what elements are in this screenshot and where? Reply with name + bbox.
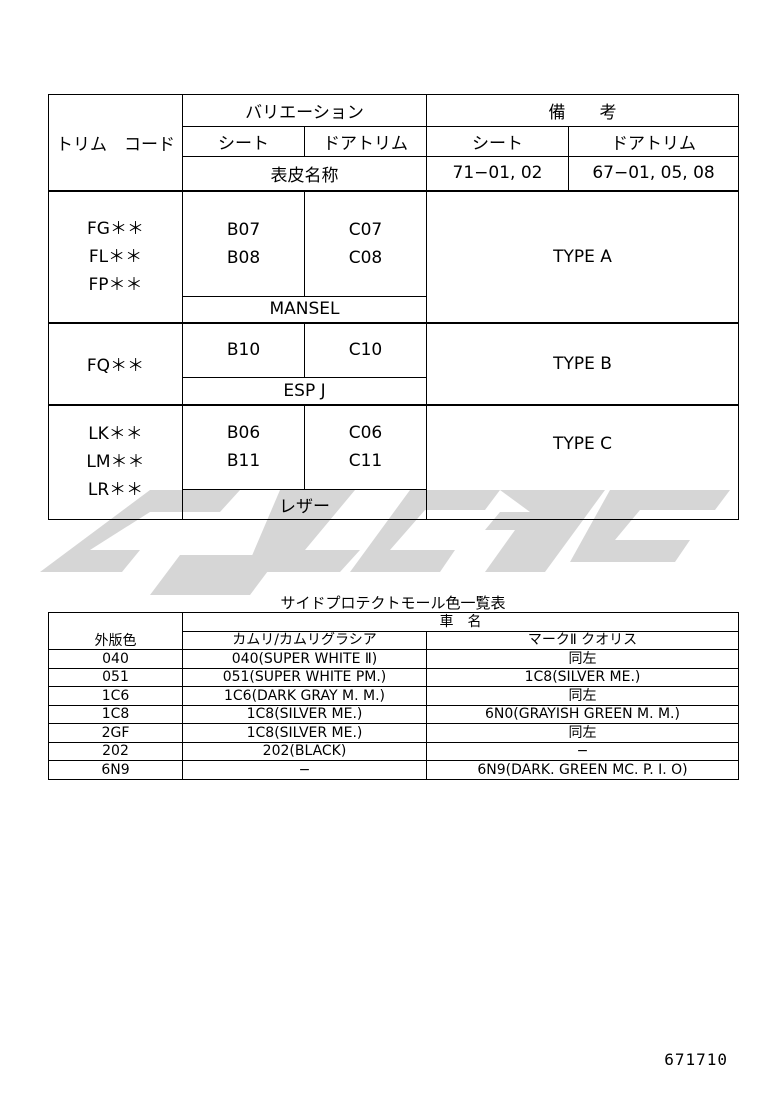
camry-color: 1C6(DARK GRAY M. M.)	[182, 686, 427, 706]
header-vehicle-name: 車 名	[182, 612, 739, 632]
door-code: C07	[348, 219, 383, 240]
exterior-color: 6N9	[48, 760, 183, 780]
mark2-color: 同左	[426, 649, 739, 669]
seat-code: B08	[226, 247, 261, 268]
camry-color: −	[182, 760, 427, 780]
trim-code: FP＊＊	[88, 274, 143, 295]
header-trim-code: トリム コード	[48, 94, 183, 191]
exterior-color: 1C6	[48, 686, 183, 706]
header-leather-name: 表皮名称	[181, 156, 428, 191]
leather-name-group-b: ESP J	[181, 377, 428, 405]
trim-codes-group-a: FG＊＊ FL＊＊ FP＊＊	[48, 189, 183, 323]
table-row: 2GF 1C8(SILVER ME.) 同左	[48, 723, 739, 743]
mark2-color: −	[426, 741, 739, 761]
camry-color: 202(BLACK)	[182, 741, 427, 761]
table-row: 051 051(SUPER WHITE PM.) 1C8(SILVER ME.)	[48, 667, 739, 687]
header-remarks: 備 考	[426, 94, 740, 127]
seat-code: B06	[226, 423, 261, 444]
header-exterior-color: 外版色	[48, 612, 183, 650]
mark2-color: 1C8(SILVER ME.)	[426, 667, 739, 687]
trim-code: LM＊＊	[86, 452, 145, 473]
exterior-color: 051	[48, 667, 183, 687]
mark2-color: 同左	[426, 686, 739, 706]
trim-code: FL＊＊	[88, 246, 143, 267]
exterior-color: 2GF	[48, 723, 183, 743]
camry-color: 051(SUPER WHITE PM.)	[182, 667, 427, 687]
type-group-c: TYPE C	[426, 403, 740, 520]
remarks-seat-ref: 71−01, 02	[426, 156, 570, 191]
molding-color-table: 外版色 車 名 カムリ/カムリグラシア マークⅡ クオリス 040 040(SU…	[48, 612, 739, 780]
trim-code: LK＊＊	[88, 424, 143, 445]
trim-code: FG＊＊	[87, 218, 144, 239]
door-code: C08	[348, 247, 383, 268]
trim-code-table: トリム コード バリエーション 備 考 シート ドアトリム シート ドアトリム …	[48, 94, 740, 520]
remarks-door-ref: 67−01, 05, 08	[568, 156, 740, 191]
header-door-trim: ドアトリム	[303, 126, 428, 157]
leather-name-group-a: MANSEL	[181, 296, 428, 323]
header-mark2: マークⅡ クオリス	[426, 630, 739, 650]
door-code: C11	[348, 451, 383, 472]
type-group-a: TYPE A	[426, 189, 740, 323]
trim-codes-group-b: FQ＊＊	[48, 321, 183, 405]
table-row: 6N9 − 6N9(DARK. GREEN MC. P. I. O)	[48, 760, 739, 780]
camry-color: 040(SUPER WHITE Ⅱ)	[182, 649, 427, 669]
seat-codes-group-a: B07 B08	[182, 189, 305, 297]
door-codes-group-a: C07 C08	[303, 189, 428, 297]
camry-color: 1C8(SILVER ME.)	[182, 704, 427, 724]
trim-code: LR＊＊	[87, 480, 144, 501]
trim-code: FQ＊＊	[86, 356, 145, 376]
trim-codes-group-c: LK＊＊ LM＊＊ LR＊＊	[48, 403, 183, 520]
seat-code: B07	[226, 219, 261, 240]
exterior-color: 1C8	[48, 704, 183, 724]
table-row: 1C6 1C6(DARK GRAY M. M.) 同左	[48, 686, 739, 706]
mark2-color: 6N9(DARK. GREEN MC. P. I. O)	[426, 760, 739, 780]
seat-code: B11	[226, 451, 261, 472]
door-code: C06	[348, 423, 383, 444]
header-remarks-seat: シート	[426, 126, 570, 157]
header-camry: カムリ/カムリグラシア	[182, 630, 427, 650]
page-code: 671710	[664, 1050, 728, 1069]
header-variation: バリエーション	[181, 94, 428, 127]
door-code-group-b: C10	[303, 321, 428, 378]
seat-codes-group-c: B06 B11	[182, 403, 305, 490]
camry-color: 1C8(SILVER ME.)	[182, 723, 427, 743]
leather-name-group-c: レザー	[181, 489, 428, 520]
table-row: 202 202(BLACK) −	[48, 741, 739, 761]
type-group-b: TYPE B	[426, 321, 740, 405]
mark2-color: 同左	[426, 723, 739, 743]
molding-table-caption: サイドプロテクトモール色一覧表	[280, 594, 506, 612]
header-remarks-door: ドアトリム	[568, 126, 740, 157]
door-codes-group-c: C06 C11	[303, 403, 428, 490]
exterior-color: 202	[48, 741, 183, 761]
table-row: 040 040(SUPER WHITE Ⅱ) 同左	[48, 649, 739, 669]
mark2-color: 6N0(GRAYISH GREEN M. M.)	[426, 704, 739, 724]
exterior-color: 040	[48, 649, 183, 669]
table-row: 1C8 1C8(SILVER ME.) 6N0(GRAYISH GREEN M.…	[48, 704, 739, 724]
header-seat: シート	[182, 126, 305, 157]
seat-code-group-b: B10	[182, 321, 305, 378]
